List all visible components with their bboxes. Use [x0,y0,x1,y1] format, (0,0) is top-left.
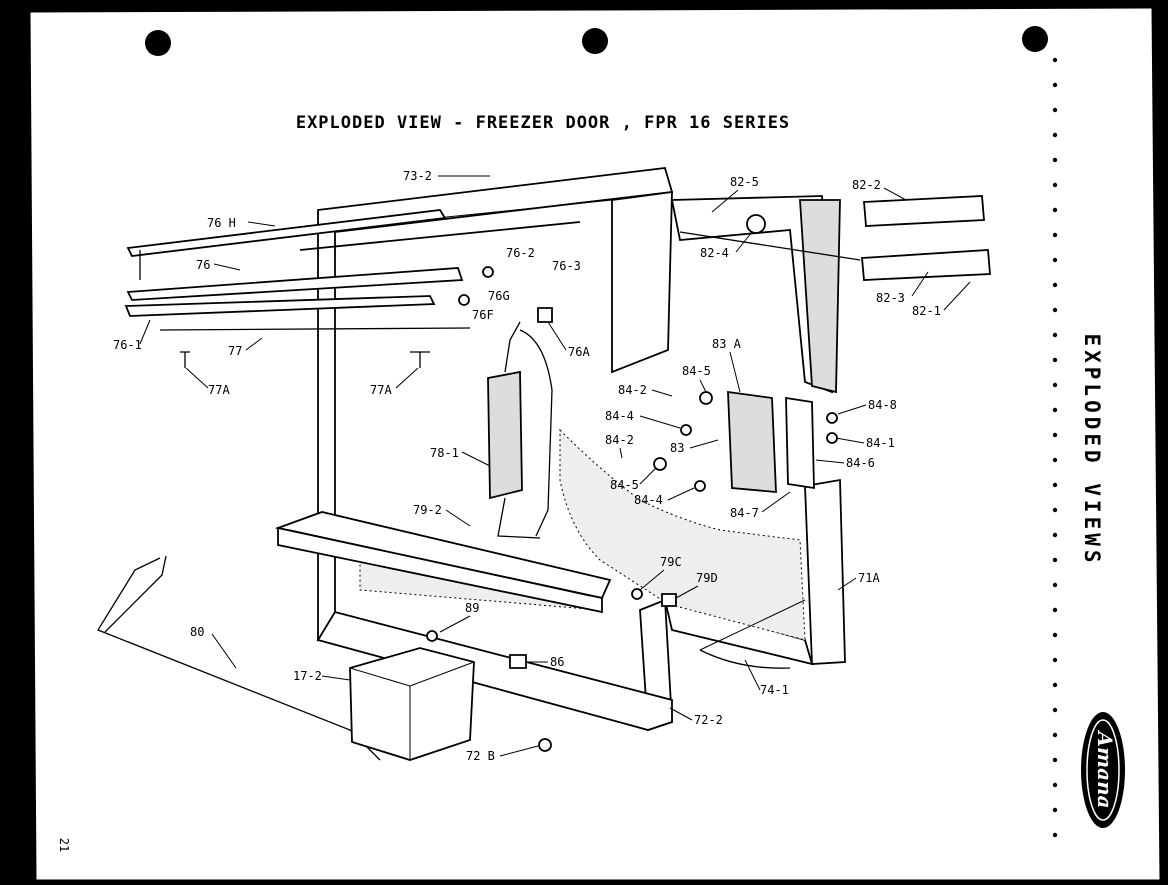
label-77: 77 [228,344,242,358]
amana-logo: Amana [1081,712,1125,828]
label-84-5-bottom: 84-5 [610,478,639,492]
label-71a: 71A [858,571,880,585]
side-title: EXPLODED VIEWS [1080,333,1104,566]
binder-hole [582,28,608,54]
label-72-2: 72-2 [694,713,723,727]
label-84-4-top: 84-4 [605,409,634,423]
switch-assembly-83 [653,390,838,493]
label-83: 83 [670,441,684,455]
label-84-5-top: 84-5 [682,364,711,378]
label-84-1: 84-1 [866,436,895,450]
label-76f: 76F [472,308,494,322]
logo-text: Amana [1093,729,1117,808]
paper-sheet [29,7,1161,881]
label-84-7: 84-7 [730,506,759,520]
label-74-1: 74-1 [760,683,789,697]
label-89: 89 [465,601,479,615]
small-parts [426,266,806,752]
label-76: 76 [196,258,210,272]
page-number: 21 [57,838,71,852]
heater-78-1 [487,321,553,539]
inner-liner [299,190,673,374]
label-86: 86 [550,655,564,669]
part-labels: 73-2 76 H 76 76-2 76-3 76G 76F 76-1 77 7… [113,169,971,763]
label-76-3: 76-3 [552,259,581,273]
label-77a-right: 77A [370,383,392,397]
label-84-2-top: 84-2 [618,383,647,397]
label-79d: 79D [696,571,718,585]
label-72b: 72 B [466,749,495,763]
label-83a: 83 A [712,337,742,351]
label-76-1: 76-1 [113,338,142,352]
label-79c: 79C [660,555,682,569]
label-78-1: 78-1 [430,446,459,460]
diagram-title: EXPLODED VIEW - FREEZER DOOR , FPR 16 SE… [296,113,790,133]
label-17-2: 17-2 [293,669,322,683]
label-84-6: 84-6 [846,456,875,470]
label-82-1: 82-1 [912,304,941,318]
label-84-4-bottom: 84-4 [634,493,663,507]
binder-hole [145,30,171,56]
label-76h: 76 H [207,216,236,230]
hinge-82-1 [679,195,991,281]
label-84-2-mid: 84-2 [605,433,634,447]
label-76-2: 76-2 [506,246,535,260]
door-outer-frame [316,167,674,732]
label-73-2: 73-2 [403,169,432,183]
bin-17-2 [349,647,475,761]
label-76a: 76A [568,345,590,359]
perforation-dots [1052,57,1058,838]
shelf-79-2 [274,511,612,614]
label-76g: 76G [488,289,510,303]
shelf-bars-76 [124,209,471,368]
binder-hole [1022,26,1048,52]
label-82-5: 82-5 [730,175,759,189]
label-79-2: 79-2 [413,503,442,517]
label-82-2: 82-2 [852,178,881,192]
label-80: 80 [190,625,204,639]
label-82-3: 82-3 [876,291,905,305]
label-84-8: 84-8 [868,398,897,412]
label-82-4: 82-4 [700,246,729,260]
label-77a-left: 77A [208,383,230,397]
